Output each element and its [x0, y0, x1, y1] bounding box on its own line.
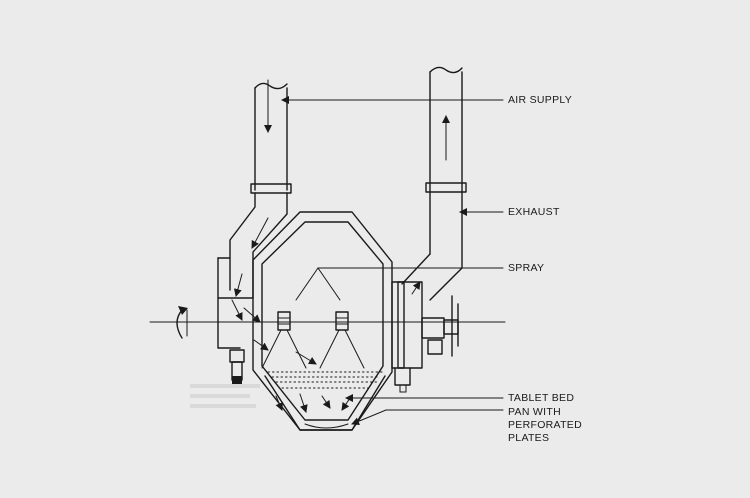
housing-left — [217, 257, 254, 384]
rotation-arrow-icon — [176, 306, 188, 339]
pan-label-line3: PLATES — [508, 432, 550, 444]
pan-label-line1: PAN WITH — [508, 406, 561, 418]
air-supply-label: AIR SUPPLY — [508, 94, 573, 106]
spray-nozzles — [261, 311, 365, 369]
exhaust-label: EXHAUST — [508, 206, 560, 218]
bleed-through — [190, 384, 260, 408]
spray-label: SPRAY — [508, 262, 545, 274]
tablet-bed — [267, 371, 383, 389]
drive-housing — [391, 281, 459, 393]
exhaust-duct — [401, 66, 467, 301]
leader-lines — [281, 96, 504, 426]
pan-label-line2: PERFORATED — [508, 419, 582, 431]
tablet-bed-label: TABLET BED — [508, 392, 575, 404]
air-supply-duct — [229, 82, 292, 299]
airflow-arrows — [231, 79, 450, 413]
